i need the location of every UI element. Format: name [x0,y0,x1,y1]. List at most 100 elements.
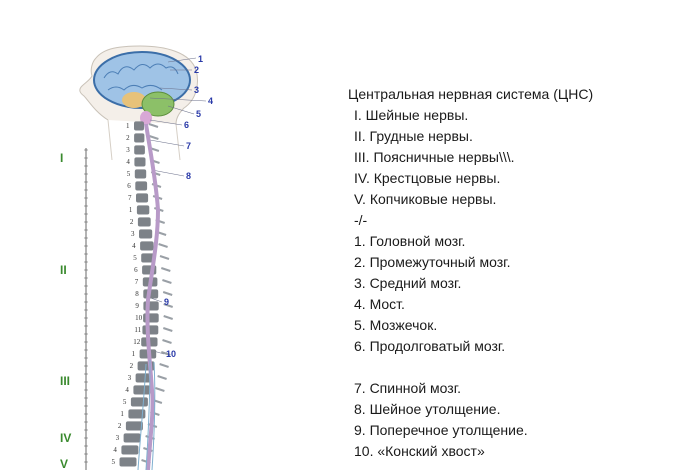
callout-10: 10 [166,349,176,359]
vertebra-body [135,373,153,383]
region-label-III: III [60,374,70,388]
midbrain [122,92,146,108]
vertebra-number: 5 [127,170,131,178]
callout-3: 3 [194,85,199,95]
vertebra-number: 10 [135,314,143,322]
callout-7: 7 [186,141,191,151]
vertebra-number: 3 [116,434,120,442]
vertebra-number: 4 [125,386,129,394]
vertebra-body [133,385,151,395]
callout-4: 4 [208,96,213,106]
legend-line: 9. Поперечное утолщение. [354,422,528,438]
vertebra-body [134,169,147,179]
vertebra-number: 2 [126,134,130,142]
vertebra-body [137,217,151,227]
spinous-process [158,243,168,248]
vertebra-body [128,409,146,419]
callout-lines [144,57,207,355]
spinous-process [155,387,165,392]
vertebra-number: 4 [126,158,130,166]
vertebra-number: 2 [118,422,122,430]
legend-line: 2. Промежуточный мозг. [354,254,511,270]
vertebra-body [136,205,150,215]
region-label-V: V [60,457,68,470]
vertebra-body [125,421,143,431]
vertebra-number: 3 [131,230,135,238]
vertebra-number: 3 [126,146,130,154]
spinous-process [159,255,170,260]
ruler-ticks [84,149,88,463]
vertebra-body [134,121,144,131]
vertebra-body [136,193,149,203]
vertebra-body [119,457,137,467]
vertebra-number: 2 [130,362,134,370]
vertebra-body [123,433,141,443]
spinous-process [162,279,172,284]
vertebra-number: 6 [127,182,131,190]
vertebra-body [143,313,159,323]
callout-6: 6 [184,120,189,130]
vertebra-body [134,157,146,167]
vertebra-number: 5 [112,458,116,466]
callout-8: 8 [186,171,191,181]
spinous-process [163,303,174,308]
vertebra-body [140,241,154,251]
region-label-II: II [60,263,67,277]
callout-9: 9 [164,297,169,307]
legend-line: III. Поясничные нервы\\\. [354,149,515,165]
spinous-process [162,327,173,332]
vertebra-number: 9 [135,302,139,310]
legend-line: 5. Мозжечок. [354,317,438,333]
vertebra-body [141,253,155,263]
vertebra-number: 6 [134,266,138,274]
legend-line: 6. Продолговатый мозг. [354,338,506,354]
vertebra-number: 1 [129,206,133,214]
spinous-process [148,123,159,128]
legend-separator: -/- [354,212,368,228]
spinal-cord [144,123,161,470]
legend-line: IV. Крестцовые нервы. [354,170,501,186]
vertebra-number: 5 [133,254,137,262]
vertebra-number: 7 [128,194,132,202]
vertebra-number: 5 [123,398,127,406]
medulla [140,111,152,125]
legend-line: 8. Шейное утолщение. [354,401,501,417]
vertebra-number: 1 [132,350,136,358]
legend-line: 7. Спинной мозг. [354,380,461,396]
vertebra-number: 2 [130,218,134,226]
region-label-I: I [60,151,63,165]
legend-spacer [348,357,688,378]
legend-line: 4. Мост. [354,296,405,312]
spinous-process [160,351,171,356]
vertebra-body [121,445,139,455]
region-label-IV: IV [60,431,71,445]
vertebra-number: 8 [135,290,139,298]
vertebra-number: 4 [132,242,136,250]
spinous-process [160,267,171,272]
neck [107,119,181,161]
legend-title: Центральная нервная система (ЦНС) [348,86,594,102]
spinous-process [149,135,159,140]
legend-line: 1. Головной мозг. [354,233,466,249]
vertebra-body [130,397,148,407]
vertebra-number: 1 [120,410,124,418]
vertebra-number: 11 [134,326,141,334]
spinous-process [159,363,169,368]
spinous-process [163,315,174,320]
legend-line: 3. Средний мозг. [354,275,462,291]
vertebra-number: 4 [113,446,117,454]
cauda-equina [137,359,156,470]
spinous-process [157,375,167,380]
callout-1: 1 [198,54,203,64]
callout-2: 2 [194,65,199,75]
legend-line: II. Грудные нервы. [354,128,473,144]
vertebra-number: 12 [133,338,141,346]
vertebra-body [135,181,148,191]
legend-line: I. Шейные нервы. [354,107,469,123]
vertebra-number: 7 [135,278,139,286]
vertebra-body [139,229,153,239]
legend: Центральная нервная система (ЦНС) I. Шей… [348,84,688,462]
vertebra-number: 3 [128,374,132,382]
